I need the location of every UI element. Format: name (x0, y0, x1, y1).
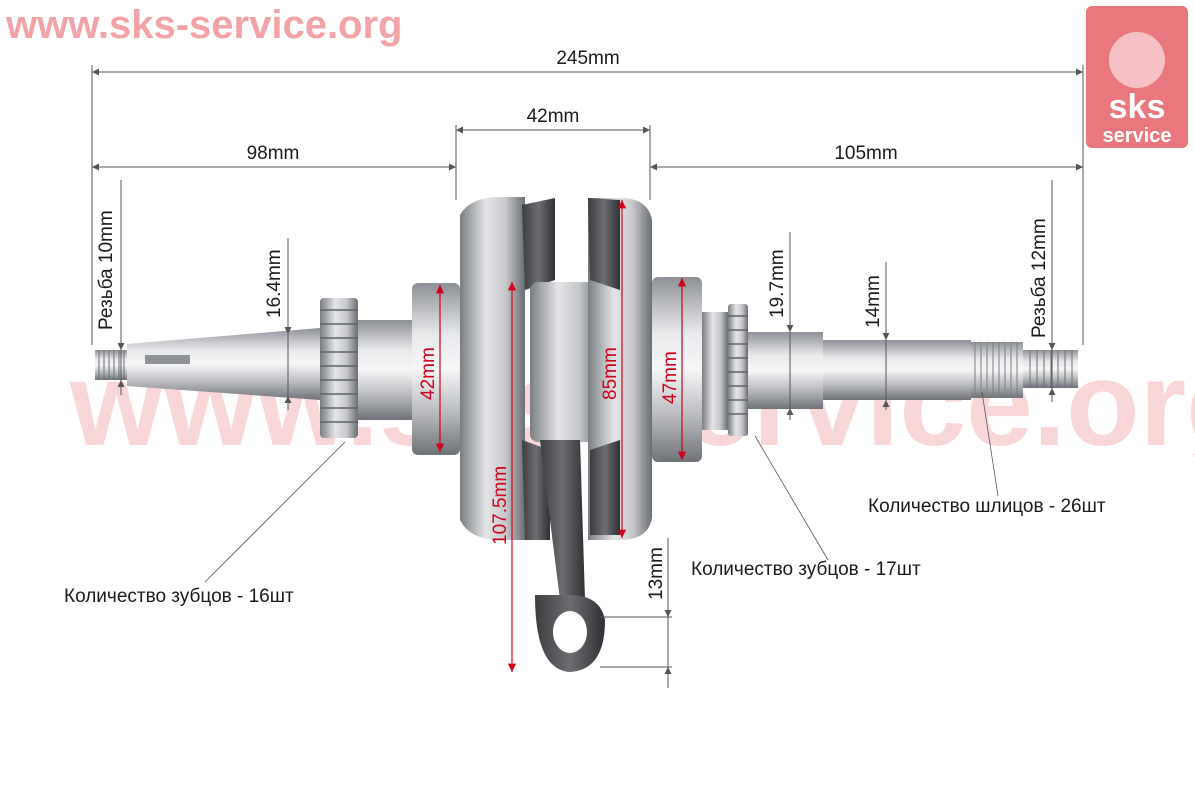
right-shaft-length-label: 105mm (834, 143, 897, 164)
keyway (145, 355, 190, 364)
web-width-label: 42mm (527, 106, 580, 127)
left-shaft-diameter-label: 16.4mm (264, 249, 285, 318)
scooter-icon (1109, 32, 1165, 88)
left-counterweight-bottom (522, 440, 550, 540)
web-diameter-label: 85mm (600, 347, 621, 400)
small-end-width-label: 13mm (646, 547, 667, 600)
connecting-rod (540, 440, 585, 600)
left-counterweight-top (522, 198, 555, 290)
left-journal (358, 320, 413, 420)
left-thread-label: Резьба 10mm (96, 210, 117, 330)
right-bearing-diameter-label: 47mm (660, 351, 681, 404)
left-taper-shaft (127, 328, 320, 400)
right-shaft-diameter-2-label: 14mm (863, 275, 884, 328)
left-gear (320, 298, 358, 438)
left-shaft-length-label: 98mm (247, 143, 300, 164)
left-bearing-diameter-label: 42mm (418, 347, 439, 400)
spline-count-label: Количество шлицов - 26шт (868, 496, 1106, 517)
small-end-bore (553, 611, 587, 653)
left-gear-teeth-label: Количество зубцов - 16шт (64, 586, 294, 607)
logo-line2: service (1103, 125, 1172, 147)
right-bearing (652, 277, 702, 462)
right-gear (728, 304, 748, 436)
right-shaft-diameter-1-label: 19.7mm (767, 249, 788, 318)
crank-pin (530, 282, 600, 442)
right-shaft-main (748, 332, 823, 409)
left-thread (95, 350, 127, 380)
right-counterweight-top (588, 198, 620, 290)
spline-leader (981, 391, 999, 497)
website-url: www.sks-service.org (5, 3, 402, 47)
conrod-length-label: 107.5mm (490, 466, 511, 545)
right-counterweight-bottom (590, 440, 620, 535)
logo-line1: sks (1109, 88, 1166, 126)
total-length-label: 245mm (556, 48, 619, 69)
sks-logo: sks service (1086, 6, 1188, 148)
right-sprocket (702, 312, 728, 430)
right-shaft-step (823, 340, 971, 400)
right-gear-leader (754, 435, 829, 561)
right-thread-label: Резьба 12mm (1029, 218, 1050, 338)
right-gear-teeth-label: Количество зубцов - 17шт (691, 559, 921, 580)
left-gear-leader (204, 441, 346, 583)
right-splines (971, 342, 1023, 398)
